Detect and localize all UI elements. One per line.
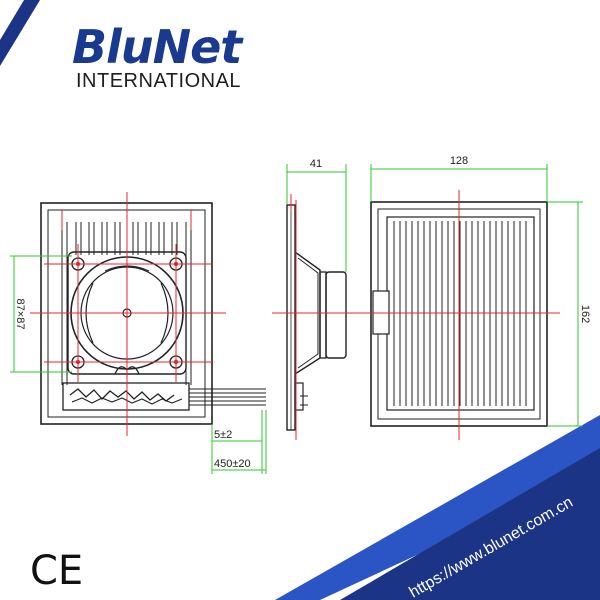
banner-stripe-dark	[340, 448, 600, 600]
brand-subtitle: INTERNATIONAL	[76, 70, 242, 92]
dim-hole-spacing: 87×87	[14, 299, 26, 330]
registered-mark: ®	[228, 30, 235, 40]
dim-wire-length: 450±20	[214, 458, 251, 470]
side-magnet-plate	[319, 271, 327, 359]
side-center-lines	[272, 194, 362, 440]
dim-hole-spacing-lines	[10, 255, 72, 373]
dim-offset: 5±2	[214, 429, 232, 441]
dim-wire-lines	[211, 410, 267, 474]
dim-rear-width: 128	[450, 155, 468, 167]
website-url[interactable]: https://www.blunet.com.cn	[407, 494, 576, 600]
dim-rear-height: 162	[579, 305, 591, 323]
dim-side-depth: 41	[310, 158, 322, 170]
side-magnet	[325, 271, 347, 359]
front-louvers	[61, 222, 192, 385]
terminal-block	[62, 382, 190, 411]
dim-side-depth-lines	[286, 164, 347, 272]
dim-rear-lines	[370, 164, 583, 427]
side-view: 41	[272, 158, 362, 440]
front-view: 87×87 5±2 450±20	[10, 192, 267, 474]
banner-stripe-light	[275, 415, 600, 600]
brand-logo-text: BluNet	[72, 20, 242, 74]
rear-center-lines	[360, 190, 560, 440]
terminal-wiring	[69, 388, 175, 402]
ce-mark: CE	[30, 548, 83, 594]
rear-view: 128 162	[360, 155, 591, 440]
corner-stripe-top-left	[0, 0, 40, 66]
front-center-lines	[30, 192, 226, 436]
output-wires	[189, 388, 266, 406]
